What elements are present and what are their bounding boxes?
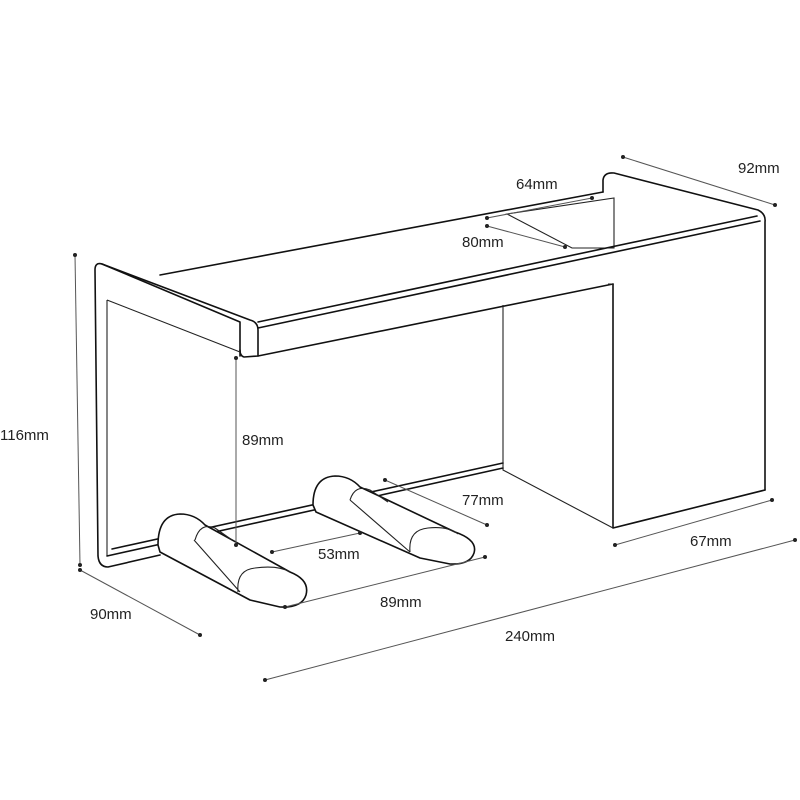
top-compartment <box>505 197 615 249</box>
label-height: 116mm <box>0 427 49 444</box>
right-raised-back <box>602 172 766 491</box>
foot-left <box>157 513 308 608</box>
label-compartment-length: 80mm <box>462 234 504 251</box>
label-inner-height: 89mm <box>242 432 284 449</box>
label-compartment-width: 64mm <box>516 176 558 193</box>
label-depth-bottom: 90mm <box>90 606 132 623</box>
left-panel-edge <box>101 263 259 358</box>
beam-front-top-inner <box>257 220 761 329</box>
right-block <box>612 283 766 529</box>
label-foot-spacing: 77mm <box>462 492 504 509</box>
beam-back-edge <box>159 191 604 276</box>
right-block-inner <box>502 283 614 529</box>
label-right-block-width: 67mm <box>690 533 732 550</box>
label-foot-gap: 53mm <box>318 546 360 563</box>
beam-front-top <box>257 215 758 323</box>
left-panel-outline <box>94 262 241 568</box>
dimension-lines <box>73 155 797 682</box>
label-total-width: 240mm <box>505 628 556 645</box>
left-panel-inner <box>106 299 241 556</box>
beam-bottom <box>257 283 614 357</box>
label-foot-length: 89mm <box>380 594 422 611</box>
label-depth-top: 92mm <box>738 160 780 177</box>
